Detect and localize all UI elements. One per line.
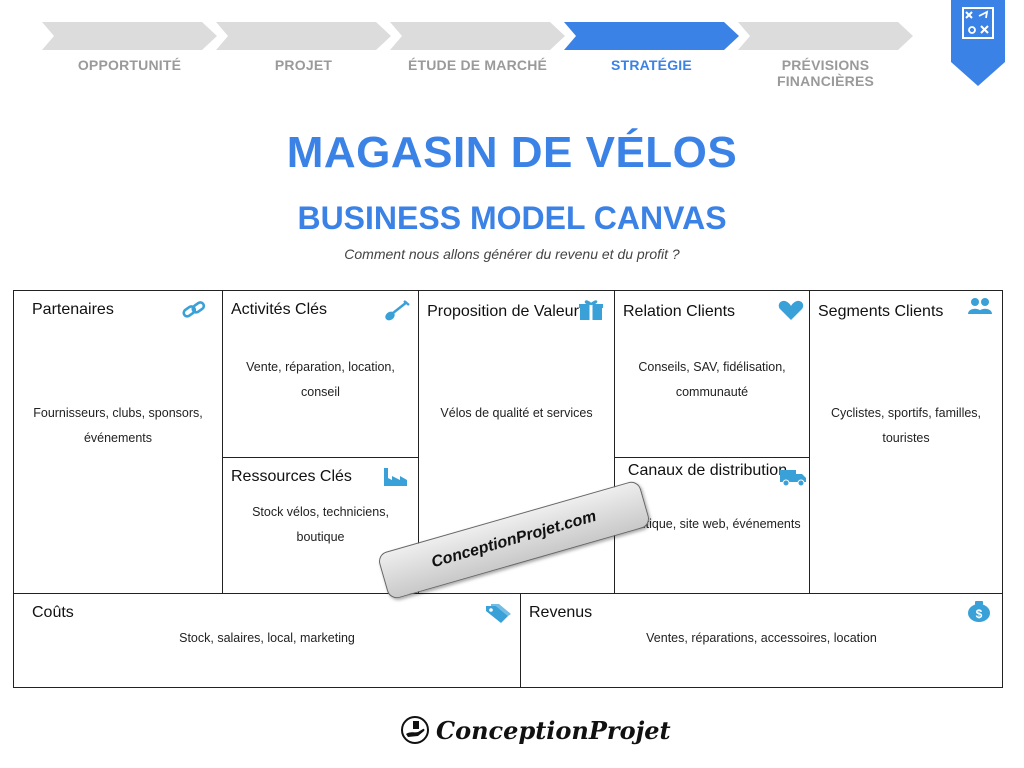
tag-icon (486, 604, 511, 623)
cell-revenus: Revenus $ Ventes, réparations, accessoir… (520, 593, 1003, 688)
cell-relation-clients: Relation Clients Conseils, SAV, fidélisa… (614, 290, 810, 458)
step-label: STRATÉGIE (611, 57, 692, 73)
cell-text: Fournisseurs, clubs, sponsors, événement… (33, 406, 203, 445)
business-model-canvas: Partenaires Fournisseurs, clubs, sponsor… (13, 290, 1003, 688)
strategy-tab-icon (951, 0, 1005, 86)
cell-heading: Canaux de distribution (627, 462, 788, 479)
progress-steps: OPPORTUNITÉ PROJET ÉTUDE DE MARCHÉ STRAT… (42, 22, 942, 89)
step-arrow-shape (216, 22, 391, 50)
step-etude-de-marche[interactable]: ÉTUDE DE MARCHÉ (390, 22, 565, 82)
step-arrow-shape (390, 22, 565, 50)
cell-canaux-de-distribution: Canaux de distribution Boutique, site we… (614, 457, 810, 594)
cell-text: Stock vélos, techniciens, boutique (252, 505, 389, 544)
cell-heading: Activités Clés (231, 301, 328, 318)
step-projet[interactable]: PROJET (216, 22, 391, 82)
step-label: PROJET (274, 57, 333, 73)
cell-heading: Revenus (529, 604, 593, 621)
heart-icon (778, 300, 804, 320)
page-title: MAGASIN DE VÉLOS (286, 128, 738, 177)
step-arrow-shape (564, 22, 739, 50)
step-previsions-financieres[interactable]: PRÉVISIONS FINANCIÈRES (738, 22, 913, 89)
cell-text: Conseils, SAV, fidélisation, communauté (638, 360, 786, 399)
cell-heading: Ressources Clés (231, 468, 352, 485)
cell-heading: Partenaires (32, 301, 114, 318)
cell-text: Boutique, site web, événements (623, 517, 801, 531)
cell-couts: Coûts Stock, salaires, local, marketing (13, 593, 521, 688)
cell-text: Cyclistes, sportifs, familles, touristes (830, 406, 982, 445)
footer-logo: ConceptionProjet (400, 712, 671, 752)
cell-heading: Coûts (32, 604, 74, 621)
cell-segments-clients: Segments Clients Cyclistes, sportifs, fa… (809, 290, 1003, 594)
users-icon (968, 298, 992, 314)
cell-activites-cles: Activités Clés Vente, réparation, locati… (222, 290, 419, 458)
cell-heading: Relation Clients (623, 303, 736, 320)
step-label: OPPORTUNITÉ (77, 57, 182, 73)
cell-partenaires: Partenaires Fournisseurs, clubs, sponsor… (13, 290, 223, 594)
cell-heading: Segments Clients (818, 303, 944, 320)
gift-icon (579, 300, 603, 320)
cell-text: Vente, réparation, location, conseil (246, 360, 395, 399)
cell-text: Vélos de qualité et services (440, 406, 593, 420)
shovel-icon (385, 300, 410, 321)
logo-hand-icon (401, 716, 429, 744)
step-opportunite[interactable]: OPPORTUNITÉ (42, 22, 217, 82)
factory-icon (384, 468, 407, 486)
truck-icon (780, 470, 806, 487)
cell-heading: Proposition de Valeur (427, 303, 579, 320)
link-icon (182, 301, 206, 318)
page-subtitle: BUSINESS MODEL CANVAS (297, 200, 727, 236)
step-arrow-shape (42, 22, 217, 50)
step-label: ÉTUDE DE MARCHÉ (407, 57, 548, 73)
step-arrow-shape (738, 22, 913, 50)
cell-text: Ventes, réparations, accessoires, locati… (646, 631, 877, 645)
page-tagline: Comment nous allons générer du revenu et… (344, 246, 680, 262)
logo-text: ConceptionProjet (436, 716, 671, 745)
cell-text: Stock, salaires, local, marketing (179, 631, 355, 645)
step-strategie[interactable]: STRATÉGIE (564, 22, 739, 82)
svg-text:$: $ (976, 607, 983, 621)
step-label: PRÉVISIONS FINANCIÈRES (776, 57, 875, 89)
money-bag-icon: $ (968, 601, 990, 622)
